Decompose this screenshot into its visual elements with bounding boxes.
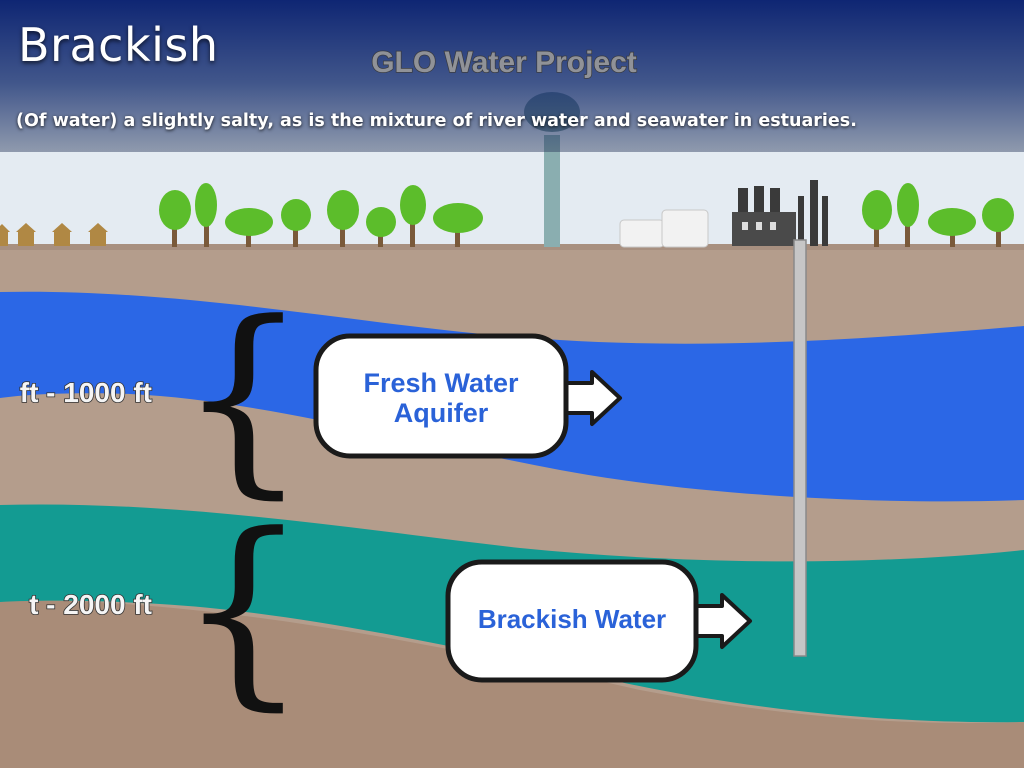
fresh-depth-label: ft - 1000 ft [20,377,152,408]
slide-definition: (Of water) a slightly salty, as is the m… [16,111,857,131]
brackish-water-callout: Brackish Water [445,559,752,683]
fresh-water-label-line1: Fresh Water [363,368,519,398]
fresh-water-label-line2: Aquifer [394,398,489,428]
brackish-depth-label: t - 2000 ft [29,589,152,620]
well-pipe-icon [793,239,807,657]
title-overlay [0,0,1024,152]
deep-soil [0,599,1024,768]
fresh-water-callout: Fresh Water Aquifer [313,333,622,459]
ground-surface [0,244,1024,254]
brackish-water-label: Brackish Water [478,604,666,634]
storage-tank-icon [619,209,709,248]
factory-icon [732,180,828,246]
house-icon [0,223,108,246]
slide-title: Brackish [18,18,219,72]
curly-brace-icon: { [178,491,308,729]
tree-icon [159,183,483,247]
curly-brace-icon: { [178,279,308,517]
tree-icon [862,183,1014,247]
